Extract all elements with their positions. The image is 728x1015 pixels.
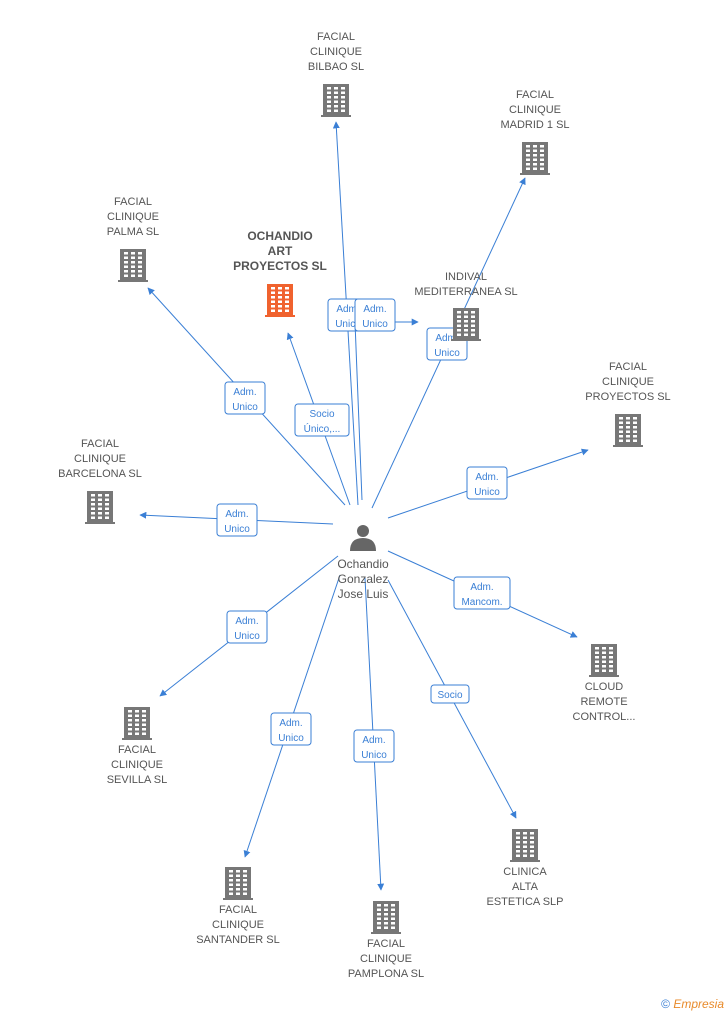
company-label-ochandio[interactable]: PROYECTOS SL [233, 259, 327, 273]
company-label-madrid[interactable]: MADRID 1 SL [500, 119, 569, 131]
company-label-barcelona[interactable]: FACIAL [81, 438, 119, 450]
edge-cloud: Adm. Mancom. [387, 550, 578, 638]
company-label-bilbao[interactable]: CLINIQUE [310, 46, 362, 58]
edge-proyectos: Adm. Unico [387, 448, 589, 519]
edge-santander: Adm. Unico [243, 574, 341, 858]
edge-label-box-santander[interactable] [270, 712, 312, 746]
edge-label-text: Adm. [225, 509, 248, 520]
edge-label-box-indival[interactable] [354, 298, 396, 332]
edge-label-text: Adm. [475, 472, 498, 483]
building-icon-barcelona[interactable] [85, 491, 115, 524]
building-icon-pamplona[interactable] [371, 901, 401, 934]
edge-label-box-palma[interactable] [224, 381, 266, 415]
edge-sevilla: Adm. Unico [159, 555, 339, 697]
edge-label-text: Unico [361, 750, 387, 761]
edge-label-text: Adm. [233, 387, 256, 398]
person-icon[interactable] [350, 525, 376, 551]
company-label-bilbao[interactable]: FACIAL [317, 31, 355, 43]
company-label-madrid[interactable]: CLINIQUE [509, 104, 561, 116]
company-label-santander[interactable]: SANTANDER SL [196, 934, 280, 946]
company-label-palma[interactable]: CLINIQUE [107, 211, 159, 223]
edge-label-box-cloud[interactable] [453, 576, 511, 610]
building-icon-sevilla[interactable] [122, 707, 152, 740]
company-label-santander[interactable]: FACIAL [219, 904, 257, 916]
edge-label-text: Unico [474, 487, 500, 498]
empresia-logo: © Empresia [661, 997, 724, 1011]
edge-label-text: Adm. [235, 616, 258, 627]
company-label-cloud[interactable]: CLOUD [585, 681, 624, 693]
edge-label-text: Unico [278, 733, 304, 744]
edge-label-box-proyectos[interactable] [466, 466, 508, 500]
person-name[interactable]: Ochandio [337, 557, 389, 571]
company-label-ochandio[interactable]: ART [268, 244, 293, 258]
edge-label-text: Adm. [435, 333, 458, 344]
company-label-madrid[interactable]: FACIAL [516, 89, 554, 101]
company-label-barcelona[interactable]: BARCELONA SL [58, 468, 142, 480]
edge-label-box-pamplona[interactable] [353, 729, 395, 763]
edge-label-text: Adm. [279, 718, 302, 729]
edge-label-text: Único,... [304, 422, 341, 435]
edge-label-box-barcelona[interactable] [216, 503, 258, 537]
company-label-santander[interactable]: CLINIQUE [212, 919, 264, 931]
company-label-proyectos[interactable]: FACIAL [609, 361, 647, 373]
edge-palma: Adm. Unico [147, 287, 346, 506]
edge-label-text: Adm. [363, 304, 386, 315]
company-label-ochandio[interactable]: OCHANDIO [247, 229, 312, 243]
building-icon-cloud[interactable] [589, 644, 619, 677]
company-label-cloud[interactable]: REMOTE [580, 696, 627, 708]
building-icon-ochandio[interactable] [265, 284, 295, 317]
edge-label-text: Socio [437, 690, 462, 701]
company-label-proyectos[interactable]: CLINIQUE [602, 376, 654, 388]
edge-label-text: Unico [434, 348, 460, 359]
edge-label-text: Unico [234, 631, 260, 642]
building-icon-bilbao[interactable] [321, 84, 351, 117]
edge-barcelona: Adm. Unico [139, 503, 334, 537]
company-label-indival[interactable]: MEDITERRANEA SL [414, 286, 517, 298]
company-label-pamplona[interactable]: CLINIQUE [360, 953, 412, 965]
company-label-indival[interactable]: INDIVAL [445, 271, 487, 283]
company-label-clinica[interactable]: CLINICA [503, 866, 547, 878]
company-label-pamplona[interactable]: FACIAL [367, 938, 405, 950]
company-label-sevilla[interactable]: SEVILLA SL [107, 774, 168, 786]
company-label-cloud[interactable]: CONTROL... [573, 711, 636, 723]
edge-label-text: Unico [362, 319, 388, 330]
building-icon-santander[interactable] [223, 867, 253, 900]
edge-indival: Adm. Unico [354, 298, 419, 501]
company-label-barcelona[interactable]: CLINIQUE [74, 453, 126, 465]
edge-label-text: Unico [232, 402, 258, 413]
building-icon-clinica[interactable] [510, 829, 540, 862]
edge-pamplona: Adm. Unico [353, 577, 395, 891]
company-label-bilbao[interactable]: BILBAO SL [308, 61, 364, 73]
person-name[interactable]: Gonzalez [338, 572, 389, 586]
company-label-palma[interactable]: PALMA SL [107, 226, 159, 238]
edge-label-text: Adm. [336, 304, 359, 315]
edge-madrid: Adm. Unico [371, 177, 526, 509]
edge-clinica: Socio [387, 579, 517, 819]
company-label-pamplona[interactable]: PAMPLONA SL [348, 968, 424, 980]
company-label-palma[interactable]: FACIAL [114, 196, 152, 208]
edge-label-text: Mancom. [461, 597, 502, 608]
building-icon-proyectos[interactable] [613, 414, 643, 447]
edge-label-box-clinica[interactable] [430, 684, 470, 704]
company-label-clinica[interactable]: ESTETICA SLP [486, 896, 563, 908]
building-icon-madrid[interactable] [520, 142, 550, 175]
company-label-clinica[interactable]: ALTA [512, 881, 539, 893]
building-icon-palma[interactable] [118, 249, 148, 282]
edge-label-box-sevilla[interactable] [226, 610, 268, 644]
building-icon-indival[interactable] [451, 308, 481, 341]
edge-label-text: Socio [309, 409, 334, 420]
edge-label-text: Adm. [470, 582, 493, 593]
company-label-sevilla[interactable]: FACIAL [118, 744, 156, 756]
company-label-proyectos[interactable]: PROYECTOS SL [585, 391, 670, 403]
edge-ochandio: SocioÚnico,... [286, 332, 351, 506]
company-label-sevilla[interactable]: CLINIQUE [111, 759, 163, 771]
edge-label-text: Unico [224, 524, 250, 535]
edge-label-box-ochandio[interactable] [294, 403, 350, 437]
edge-label-text: Adm. [362, 735, 385, 746]
edge-label-text: Unico [335, 319, 361, 330]
person-name[interactable]: Jose Luis [338, 587, 389, 601]
